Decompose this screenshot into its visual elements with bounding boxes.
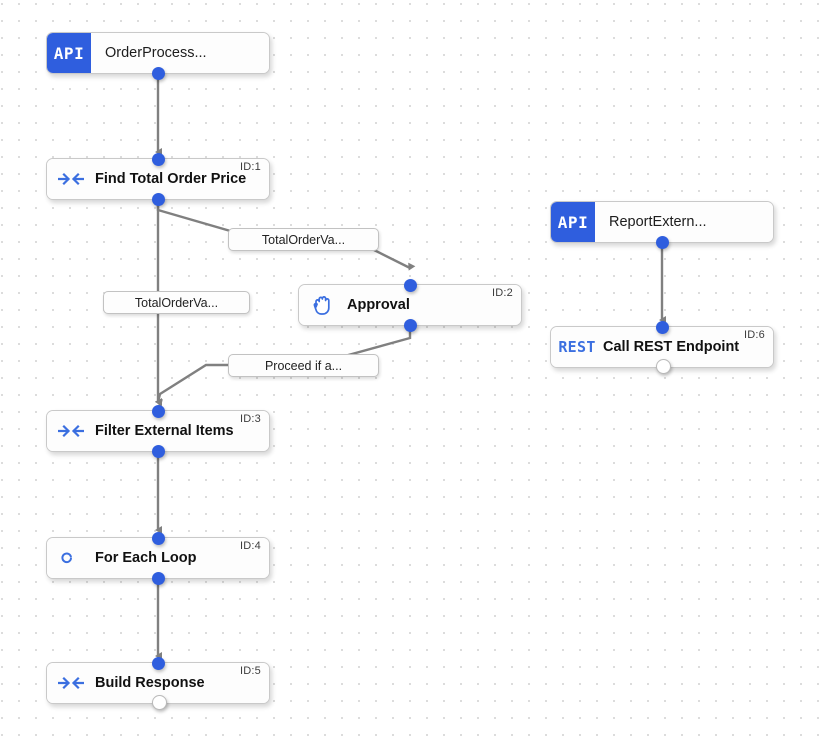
port-out[interactable]	[151, 694, 167, 710]
node-title: ReportExtern...	[609, 214, 707, 230]
port-out[interactable]	[655, 235, 669, 249]
node-find-total-order-price[interactable]: Find Total Order Price ID:1	[46, 152, 270, 206]
api-badge-label: API	[53, 43, 85, 63]
node-id-tag: ID:2	[492, 287, 513, 299]
transform-arrows-icon	[47, 663, 95, 703]
port-in[interactable]	[403, 278, 417, 292]
port-in[interactable]	[655, 320, 669, 334]
node-id-tag: ID:3	[240, 413, 261, 425]
api-badge-label: API	[557, 212, 589, 232]
hand-icon	[299, 285, 347, 325]
node-order-process[interactable]: API OrderProcess...	[46, 32, 270, 80]
edge-label-total-order-va-left[interactable]: TotalOrderVa...	[103, 291, 250, 314]
port-out[interactable]	[151, 66, 165, 80]
node-title: Find Total Order Price	[95, 171, 247, 187]
port-out[interactable]	[151, 571, 165, 585]
node-report-extern[interactable]: API ReportExtern...	[550, 201, 774, 249]
api-badge-icon: API	[551, 202, 595, 242]
node-id-tag: ID:4	[240, 540, 261, 552]
rest-badge-icon: REST	[551, 338, 603, 356]
port-out[interactable]	[151, 444, 165, 458]
node-id-tag: ID:6	[744, 329, 765, 341]
node-id-tag: ID:5	[240, 665, 261, 677]
port-out[interactable]	[403, 318, 417, 332]
edge-label-total-order-va-top[interactable]: TotalOrderVa...	[228, 228, 379, 251]
port-in[interactable]	[151, 656, 165, 670]
port-out[interactable]	[151, 192, 165, 206]
port-in[interactable]	[151, 152, 165, 166]
node-title: Build Response	[95, 675, 205, 691]
node-title: OrderProcess...	[105, 45, 207, 61]
node-title: Approval	[347, 297, 410, 313]
port-in[interactable]	[151, 531, 165, 545]
infinity-icon	[47, 538, 95, 578]
rest-badge-label: REST	[558, 338, 596, 356]
node-title: Filter External Items	[95, 423, 234, 439]
node-build-response[interactable]: Build Response ID:5	[46, 656, 270, 710]
node-title: Call REST Endpoint	[603, 339, 740, 355]
node-title: For Each Loop	[95, 550, 197, 566]
transform-arrows-icon	[47, 411, 95, 451]
node-call-rest-endpoint[interactable]: REST Call REST Endpoint ID:6	[550, 320, 774, 374]
node-approval[interactable]: Approval ID:2	[298, 278, 522, 332]
api-badge-icon: API	[47, 33, 91, 73]
edge-label-proceed-if-a[interactable]: Proceed if a...	[228, 354, 379, 377]
transform-arrows-icon	[47, 159, 95, 199]
node-filter-external-items[interactable]: Filter External Items ID:3	[46, 404, 270, 458]
node-id-tag: ID:1	[240, 161, 261, 173]
port-in[interactable]	[151, 404, 165, 418]
port-out[interactable]	[655, 358, 671, 374]
node-for-each-loop[interactable]: For Each Loop ID:4	[46, 531, 270, 585]
